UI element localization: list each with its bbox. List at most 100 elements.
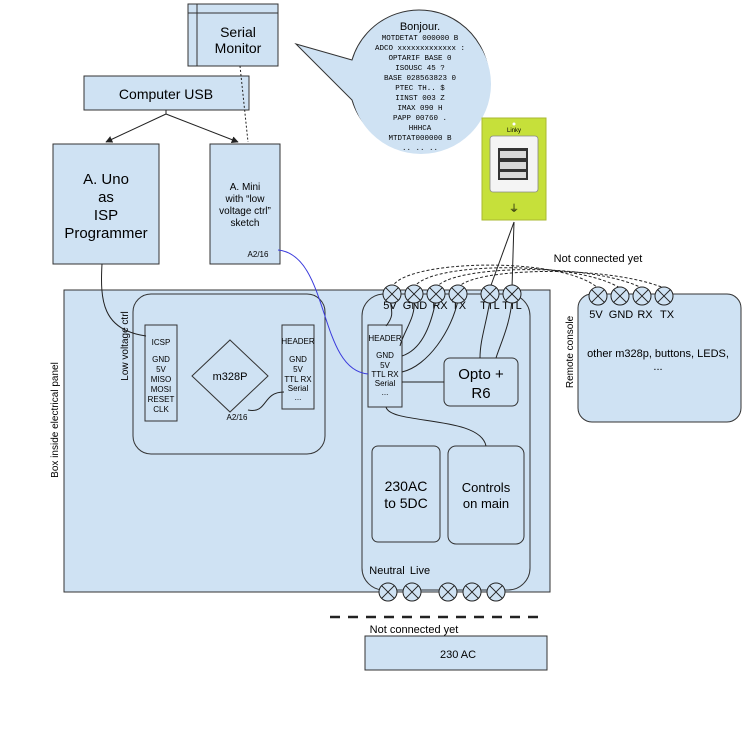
opto-label-2: R6 [471,385,490,402]
icsp-pin: 5V [156,365,166,374]
m328p-chip: m328P A2/16 [191,339,269,422]
neutral-label: Neutral [369,565,404,577]
bubble-lines: MOTDETAT 000000 B ADCO xxxxxxxxxxxxx : OPT… [375,35,465,153]
main-header-pin: Serial [375,379,396,388]
mini-label-3: voltage ctrl” [219,206,271,217]
uno-label-3: ISP [94,207,118,224]
main-top-terminal [404,284,424,304]
chip-label: m328P [213,371,248,383]
main-top-terminal [426,284,446,304]
opto-r6-box: Opto + R6 [443,357,519,407]
chip-to-lv-header-wire [247,391,285,411]
main-bottom-terminal [402,582,422,602]
mini-label-2: with “low [225,194,266,205]
console-terminal [654,286,674,306]
console-terminal [632,286,652,306]
main-header-pin: GND [376,351,394,360]
lv-header: HEADER GND 5V TTL RX Serial ... [281,324,315,410]
main-top-pin: GND [403,300,428,312]
bubble-line: .. .. .. [402,145,438,153]
mini-box: A. Mini with “low voltage ctrl” sketch A… [209,143,281,265]
bubble-line: MOTDETAT 000000 B [382,35,459,43]
console-terminal [610,286,630,306]
not-connected-top-label: Not connected yet [554,253,643,265]
panel-side-label: Box inside electrical panel [50,362,61,478]
meter-connector-icon: ⏚ [509,203,519,215]
icsp-pin: MOSI [151,385,171,394]
console-terminal [588,286,608,306]
serial-output-bubble: Bonjour. MOTDETAT 000000 B ADCO xxxxxxxxx… [294,9,491,154]
main-internal-wires [385,299,513,447]
bubble-line: MTDTAT000000 B [388,135,452,143]
console-pin-4: TX [660,309,675,321]
bubble-title: Bonjour. [400,21,440,33]
remote-console-box: 5V GND RX TX other m328p, buttons, LEDS,… [577,293,742,423]
uno-label-2: as [98,189,114,206]
controls-label-1: Controls [462,480,511,495]
icsp-pin: CLK [153,405,169,414]
console-pin-1: 5V [589,309,603,321]
uno-isp-box: A. Uno as ISP Programmer [52,143,160,265]
meter-to-ttl1-wire [489,221,515,289]
serial-monitor-window: Serial Monitor [187,3,279,67]
main-top-terminal [480,284,500,304]
remote-dotted-wires [391,264,665,289]
mini-label-1: A. Mini [230,182,261,193]
uno-label-1: A. Uno [83,171,129,188]
main-bottom-terminal [486,582,506,602]
console-pin-2: GND [609,309,634,321]
lv-header-pin: GND [289,355,307,364]
lv-header-title: HEADER [281,337,315,346]
icsp-pin: MISO [151,375,171,384]
opto-label-1: Opto + [458,366,504,383]
remote-console-side-label: Remote console [565,315,576,388]
main-bottom-terminal [378,582,398,602]
bubble-line: IINST 003 Z [395,95,445,103]
bubble-line: ADCO xxxxxxxxxxxxx : [375,45,465,53]
meter-to-ttl2-wire [511,221,515,289]
uno-label-4: Programmer [64,225,147,242]
main-header-pin: TTL RX [371,370,399,379]
bubble-line: ISOUSC 45 ? [395,65,445,73]
linky-meter: Linky ⏚ [481,117,547,221]
main-bottom-terminal [462,582,482,602]
main-top-terminal [502,284,522,304]
bubble-line: IMAX 090 H [397,105,442,113]
main-bottom-terminal [438,582,458,602]
ac-not-connected-label: Not connected yet [370,624,459,636]
usb-to-mini-arrow [165,113,239,143]
bubble-line: PTEC TH.. $ [395,85,445,93]
icsp-header: ICSP GND 5V MISO MOSI RESET CLK [144,324,178,422]
mini-to-header-blue-wire [277,249,369,375]
computer-usb-label: Computer USB [119,86,213,102]
lv-header-pin: Serial [288,384,309,393]
psu-label-1: 230AC [385,478,428,494]
main-top-terminal [448,284,468,304]
psu-label-2: to 5DC [384,495,428,511]
main-header: HEADER GND 5V TTL RX Serial ... [367,324,403,408]
ac-source-label: 230 AC [440,649,476,661]
mini-serial-dotted-link [239,65,249,143]
computer-usb-box: Computer USB [83,75,250,111]
mini-label-4: sketch [231,218,260,229]
serial-monitor-label-1: Serial [220,24,256,40]
lv-header-pin: TTL RX [284,375,312,384]
serial-monitor-label-2: Monitor [215,40,262,56]
chip-pin-label: A2/16 [227,413,248,422]
main-header-pin: ... [382,388,389,397]
uno-to-icsp-wire [101,263,147,337]
controls-box: Controls on main [447,445,525,545]
bubble-line: OPTARIF BASE 0 [388,55,452,63]
mini-pin-label: A2/16 [248,250,269,259]
icsp-pin: RESET [148,395,175,404]
main-top-pin: TTL [480,300,500,312]
live-label: Live [410,565,430,577]
controls-label-2: on main [463,496,509,511]
usb-to-uno-arrow [105,110,167,143]
console-desc-1: other m328p, buttons, LEDS, [587,348,729,360]
icsp-title: ICSP [152,338,171,347]
lv-header-pin: 5V [293,365,303,374]
ac-source-box: 230 AC [364,635,548,671]
bubble-line: HHHCA [409,125,432,133]
